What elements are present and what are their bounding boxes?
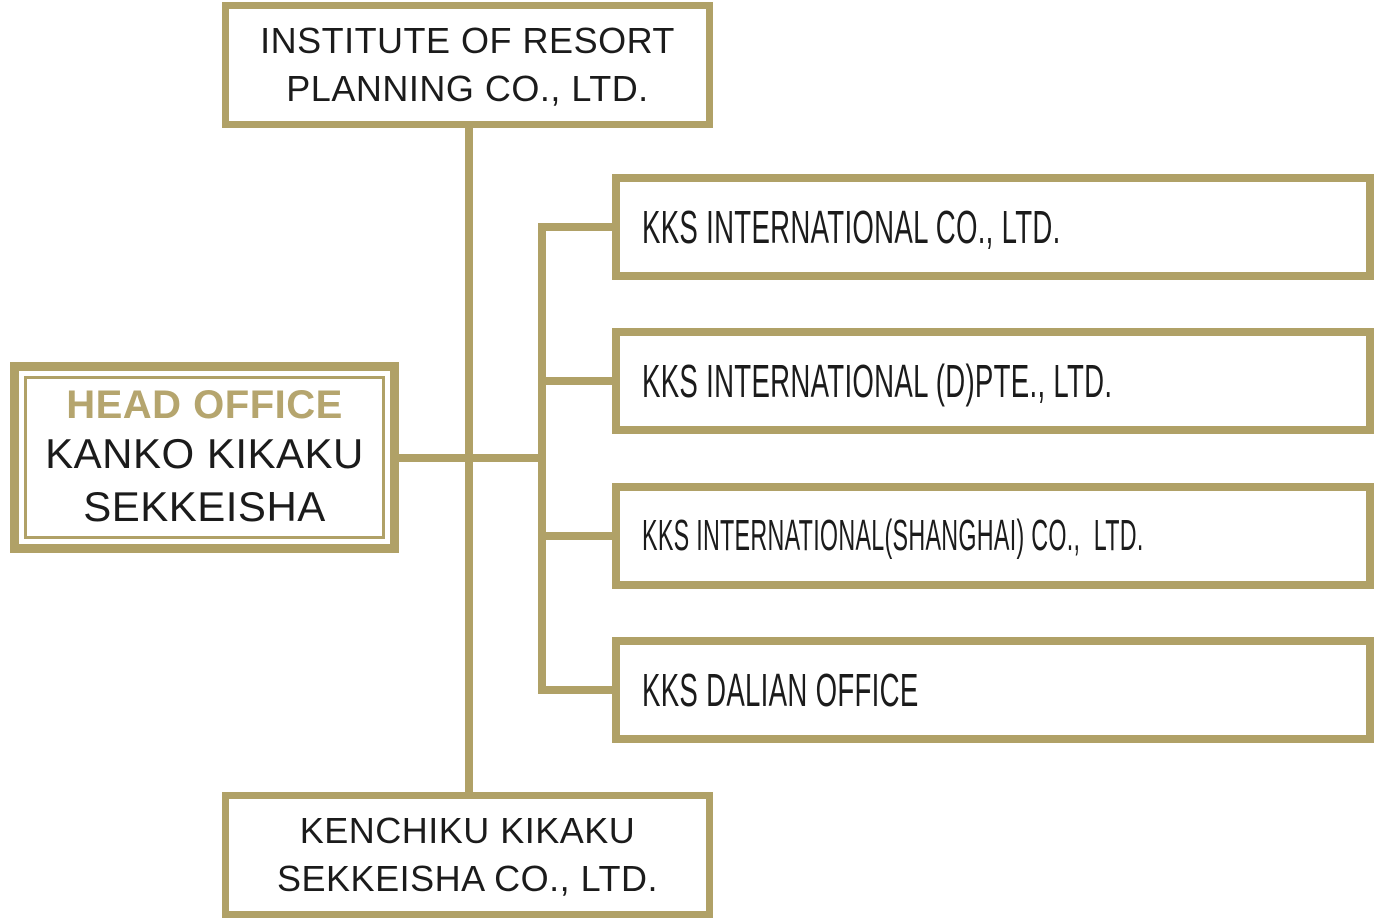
connector-branch-3 xyxy=(542,532,612,540)
node-subsidiary-3: KKS INTERNATIONAL(SHANGHAI) CO., LTD. xyxy=(612,483,1374,589)
head-office-title: HEAD OFFICE xyxy=(66,383,343,428)
connector-head-office xyxy=(395,454,546,462)
node-subsidiary-4: KKS DALIAN OFFICE xyxy=(612,637,1374,743)
parent-company-label: INSTITUTE OF RESORT PLANNING CO., LTD. xyxy=(260,20,675,109)
node-affiliate: KENCHIKU KIKAKU SEKKEISHA CO., LTD. xyxy=(222,792,713,918)
head-office-name: KANKO KIKAKU SEKKEISHA xyxy=(45,430,364,530)
connector-branch-1 xyxy=(542,223,612,231)
subsidiary-1-label: KKS INTERNATIONAL CO., LTD. xyxy=(642,201,1061,253)
subsidiary-2-label: KKS INTERNATIONAL (D)PTE., LTD. xyxy=(642,355,1113,407)
node-head-office: HEAD OFFICE KANKO KIKAKU SEKKEISHA xyxy=(10,362,399,553)
node-subsidiary-1: KKS INTERNATIONAL CO., LTD. xyxy=(612,174,1374,280)
subsidiary-3-label: KKS INTERNATIONAL(SHANGHAI) CO., LTD. xyxy=(642,511,1144,560)
node-subsidiary-2: KKS INTERNATIONAL (D)PTE., LTD. xyxy=(612,328,1374,434)
node-parent-company: INSTITUTE OF RESORT PLANNING CO., LTD. xyxy=(222,2,713,128)
head-office-inner-frame: HEAD OFFICE KANKO KIKAKU SEKKEISHA xyxy=(24,376,385,539)
connector-subsidiaries-spine xyxy=(538,223,546,694)
subsidiary-4-label: KKS DALIAN OFFICE xyxy=(642,664,919,716)
connector-branch-2 xyxy=(542,377,612,385)
affiliate-label: KENCHIKU KIKAKU SEKKEISHA CO., LTD. xyxy=(277,810,658,899)
connector-branch-4 xyxy=(542,686,612,694)
